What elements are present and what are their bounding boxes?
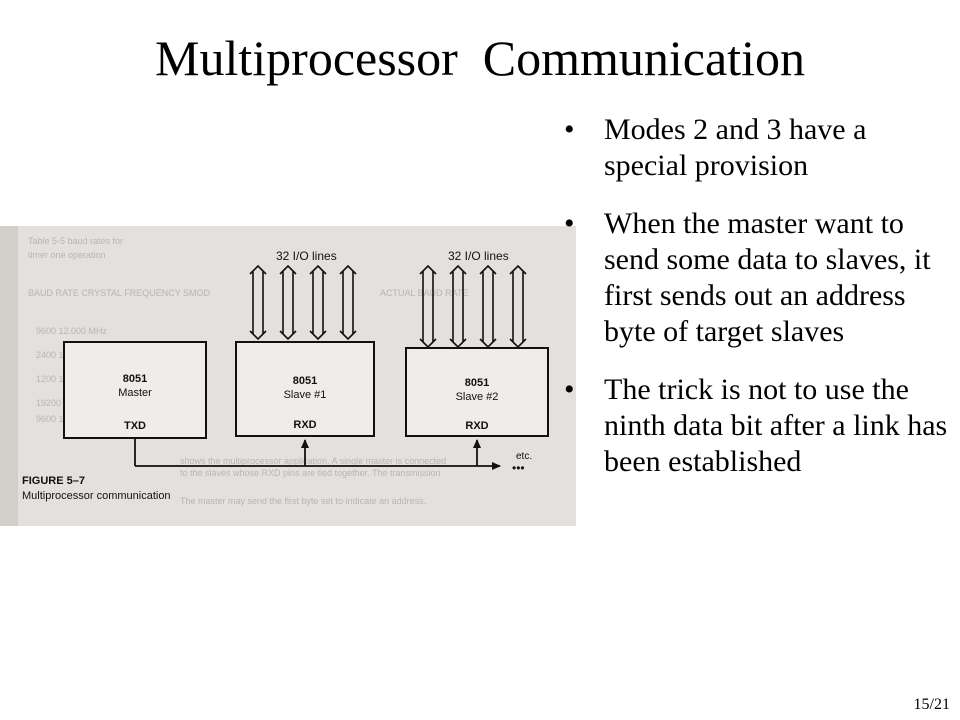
slave1-io-arrows xyxy=(249,264,357,341)
slide-title: Multiprocessor Communication xyxy=(155,30,805,86)
slave2-io-arrows xyxy=(419,264,527,349)
master-role: Master xyxy=(118,387,152,399)
io-lines-label-1: 32 I/O lines xyxy=(276,249,337,263)
master-chip: 8051 xyxy=(123,373,147,385)
svg-text:to the slaves whose RXD pins a: to the slaves whose RXD pins are tied to… xyxy=(180,468,440,478)
slave1-pin: RXD xyxy=(293,419,316,431)
bullet-item: Modes 2 and 3 have a special provision xyxy=(562,112,952,184)
slave2-chip: 8051 xyxy=(465,377,489,389)
svg-text:The master may send the first: The master may send the first byte set t… xyxy=(180,496,426,506)
slave2-role: Slave #2 xyxy=(456,391,499,403)
figure-caption-text: Multiprocessor communication xyxy=(22,490,171,502)
slave1-role: Slave #1 xyxy=(284,389,327,401)
page-number: 15/21 xyxy=(913,696,950,713)
slave1-box xyxy=(235,341,375,437)
slave2-pin: RXD xyxy=(465,420,488,432)
slave2-box xyxy=(405,347,549,437)
slave1-chip: 8051 xyxy=(293,375,317,387)
multiprocessor-figure: Table 5-5 baud rates for timer one opera… xyxy=(0,226,576,526)
bullet-item: The trick is not to use the ninth data b… xyxy=(562,372,952,480)
svg-text:Table 5-5 baud rates for: Table 5-5 baud rates for xyxy=(28,236,123,246)
svg-text:timer one operation: timer one operation xyxy=(28,250,106,260)
bus-etc-label: etc. xyxy=(516,451,532,462)
bullet-list: Modes 2 and 3 have a special provision W… xyxy=(562,112,952,502)
master-pin: TXD xyxy=(124,420,146,432)
svg-text:9600 12.000 MHz: 9600 12.000 MHz xyxy=(36,326,108,336)
svg-text:ACTUAL BAUD RATE: ACTUAL BAUD RATE xyxy=(380,288,469,298)
bullet-item: When the master want to send some data t… xyxy=(562,206,952,350)
io-lines-label-2: 32 I/O lines xyxy=(448,249,509,263)
serial-bus xyxy=(134,438,501,470)
bus-etc-dots: ••• xyxy=(512,461,525,475)
figure-caption-title: FIGURE 5–7 xyxy=(22,475,85,487)
svg-text:BAUD RATE CRYSTAL FREQUENCY: BAUD RATE CRYSTAL FREQUENCY SMOD xyxy=(28,288,211,298)
svg-text:shows the multiprocessor appli: shows the multiprocessor application. A … xyxy=(180,456,446,466)
